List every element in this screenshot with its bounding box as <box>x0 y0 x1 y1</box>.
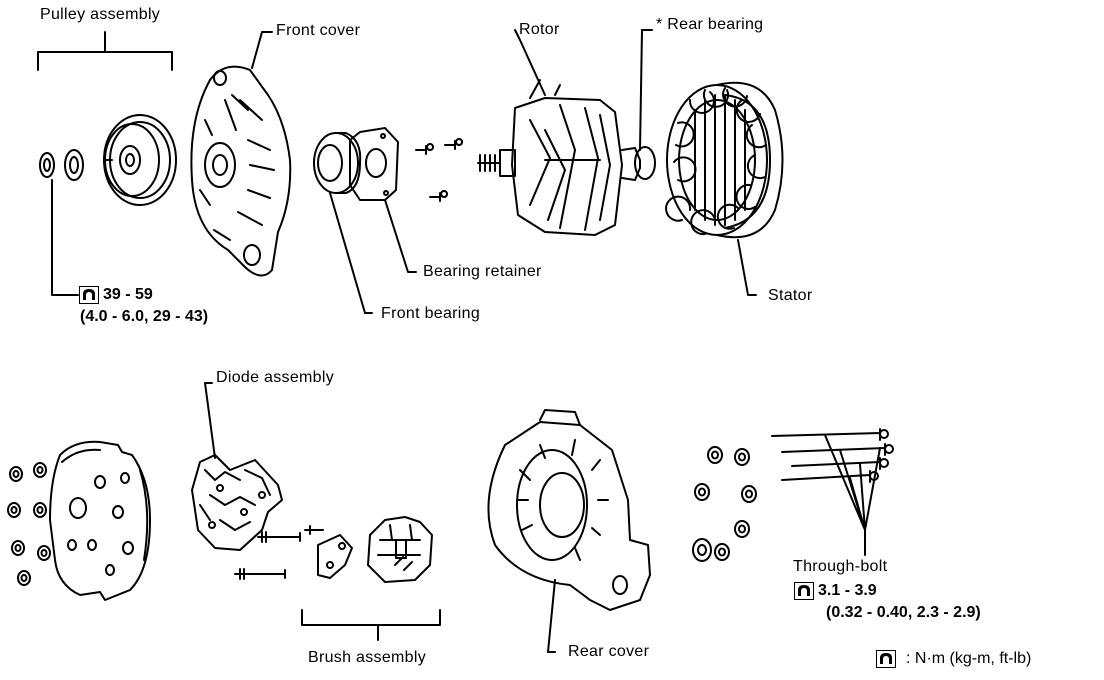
units-legend: : N·m (kg-m, ft-lb) <box>876 650 1031 668</box>
pulley <box>103 114 177 206</box>
front-cover <box>190 65 292 277</box>
pulley-assembly-label: Pulley assembly <box>40 6 161 23</box>
units-legend-text: : N·m (kg-m, ft-lb) <box>906 650 1032 667</box>
rotor-leader <box>514 29 546 96</box>
stator-leader <box>737 239 757 296</box>
rotor <box>477 79 656 236</box>
rear-bearing-label: * Rear bearing <box>656 16 764 33</box>
through-bolt-label: Through-bolt <box>793 558 888 575</box>
brush-assembly-bracket <box>301 609 441 641</box>
front-cover-label: Front cover <box>276 22 361 39</box>
brush-assembly-label: Brush assembly <box>308 649 427 666</box>
pulley-assembly-bracket <box>37 31 173 71</box>
rear-plate-nuts <box>7 462 51 586</box>
rear-cover-leader <box>547 579 556 653</box>
front-cover-leader <box>251 31 273 69</box>
through-bolts <box>771 428 894 483</box>
pulley-torque-spec: 39 - 59 <box>79 286 153 304</box>
pulley-torque-value: 39 - 59 <box>103 286 153 303</box>
brush-terminal <box>317 534 353 579</box>
bearing-retainer <box>349 127 399 201</box>
diode-assembly-leader <box>204 382 216 459</box>
pulley-torque-alt: (4.0 - 6.0, 29 - 43) <box>80 308 209 325</box>
through-bolt-torque-alt: (0.32 - 0.40, 2.3 - 2.9) <box>826 604 981 621</box>
front-bearing-leader <box>329 192 373 314</box>
bearing-retainer-leader <box>384 199 417 273</box>
pulley-nut <box>39 149 84 181</box>
diode-assembly-label: Diode assembly <box>216 369 335 386</box>
front-bearing-label: Front bearing <box>381 305 481 322</box>
stator-label: Stator <box>768 287 813 304</box>
rear-cover <box>487 409 651 611</box>
diode-bolts <box>234 525 324 580</box>
stator <box>665 81 784 239</box>
rotor-label: Rotor <box>519 21 560 38</box>
torque-wrench-icon <box>79 286 99 304</box>
rear-plate <box>49 440 151 601</box>
pulley-leader <box>51 179 79 296</box>
torque-wrench-icon <box>876 650 896 668</box>
rear-cover-nuts <box>692 446 757 562</box>
torque-wrench-icon <box>794 582 814 600</box>
bearing-retainer-label: Bearing retainer <box>423 263 542 280</box>
through-bolt-torque-spec: 3.1 - 3.9 <box>794 582 877 600</box>
brush-assembly <box>367 516 433 583</box>
diode-assembly <box>191 454 283 551</box>
rear-bearing-leader <box>639 29 653 151</box>
retainer-screws <box>415 138 464 202</box>
through-bolt-torque-value: 3.1 - 3.9 <box>818 582 877 599</box>
through-bolt-leaders <box>824 434 881 556</box>
front-bearing <box>313 132 362 194</box>
rear-cover-label: Rear cover <box>568 643 650 660</box>
